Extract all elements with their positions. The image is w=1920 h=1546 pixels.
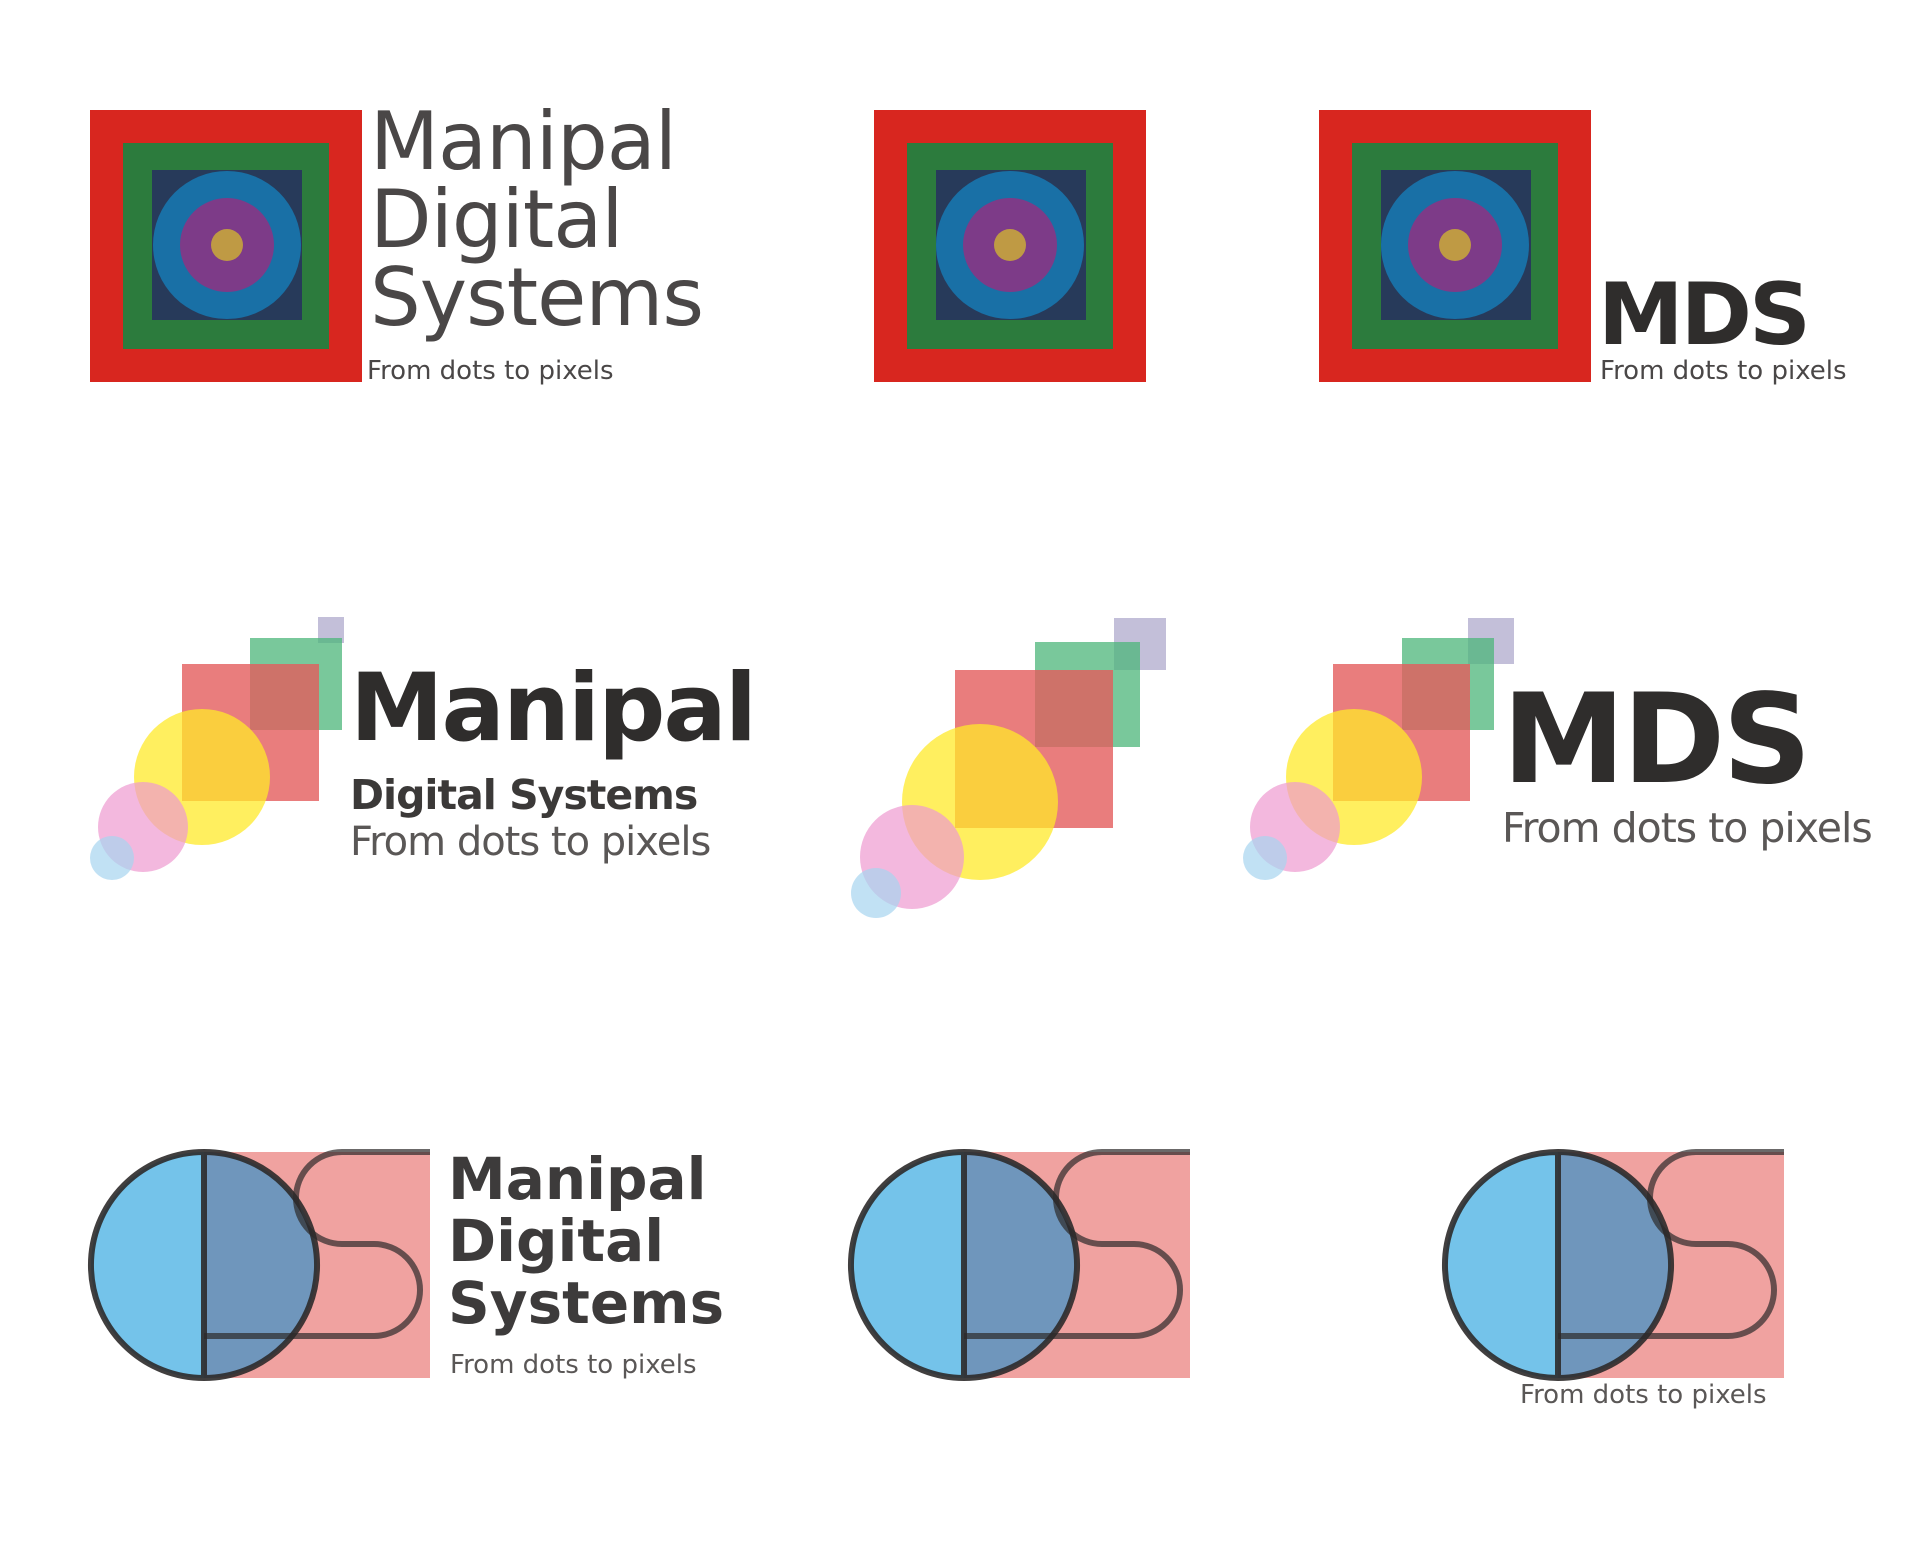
brand-line-digital-systems: Digital Systems (350, 771, 698, 819)
brand-line-manipal: Manipal (370, 95, 677, 188)
tagline: From dots to pixels (350, 819, 711, 865)
brand-line-systems: Systems (448, 1269, 725, 1337)
concentric-target-icon (90, 110, 362, 382)
tagline: From dots to pixels (1520, 1380, 1767, 1410)
brand-line-digital: Digital (370, 173, 623, 266)
tagline: From dots to pixels (1600, 356, 1847, 386)
brand-abbreviation: MDS (1598, 265, 1811, 365)
brand-line-systems: Systems (370, 251, 704, 344)
tagline: From dots to pixels (1502, 804, 1873, 852)
tagline: From dots to pixels (450, 1350, 697, 1380)
ds-monogram-icon (88, 1148, 430, 1382)
concentric-target-icon (874, 110, 1146, 382)
brand-line-digital: Digital (448, 1207, 665, 1275)
concentric-target-icon (1319, 110, 1591, 382)
brand-line-manipal: Manipal (350, 654, 757, 763)
ds-monogram-icon (848, 1148, 1190, 1382)
tagline: From dots to pixels (367, 356, 614, 386)
brand-line-manipal: Manipal (448, 1145, 707, 1213)
brand-abbreviation: MDS (1502, 668, 1812, 812)
ds-monogram-icon (1442, 1148, 1784, 1382)
